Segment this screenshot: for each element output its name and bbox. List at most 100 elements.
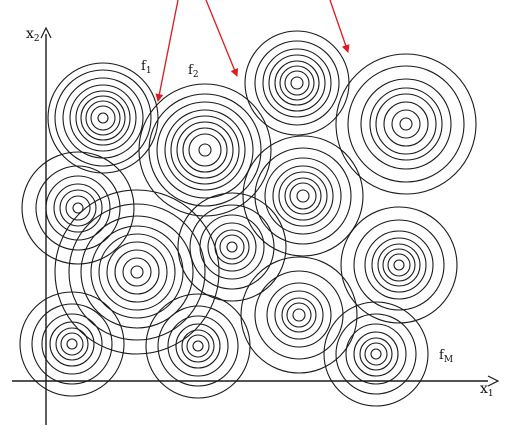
gaussian-component (323, 301, 429, 407)
contour-ring (281, 297, 317, 333)
contour-ring (54, 69, 152, 167)
red-pointer-arrow-3 (329, 0, 350, 53)
gaussian-component (19, 291, 125, 397)
contour-ring (340, 206, 458, 324)
contour-ring (186, 334, 210, 358)
contour-ring (284, 177, 322, 215)
contour-ring (335, 313, 417, 395)
component-center (192, 340, 204, 352)
component-center (198, 143, 212, 157)
contour-ring (268, 54, 326, 112)
contour-ring (35, 165, 121, 251)
contour-ring (69, 84, 137, 152)
contour-ring (53, 183, 103, 233)
component-center (370, 348, 382, 360)
contour-ring (47, 62, 159, 174)
gaussian-component (240, 256, 358, 374)
contour-ring (68, 203, 206, 341)
contour-ring (359, 337, 393, 371)
contour-ring (181, 329, 215, 363)
contour-ring (157, 305, 239, 387)
component-label-f2: f2 (188, 63, 199, 80)
contour-ring (41, 313, 103, 375)
gaussian-component (21, 151, 135, 265)
contour-ring (80, 215, 194, 329)
contour-ring (219, 234, 245, 260)
contour-ring (284, 70, 310, 96)
x-axis-arrow-icon (487, 375, 500, 387)
contour-ring (175, 323, 221, 369)
contour-ring (170, 115, 240, 185)
gaussian-component (138, 83, 272, 217)
gaussian-components (19, 30, 477, 407)
contour-ring (62, 77, 144, 159)
contour-ring (164, 109, 246, 191)
contour-ring (54, 189, 220, 355)
contour-ring (59, 189, 97, 227)
contour-ring (156, 101, 254, 199)
contour-ring (254, 270, 344, 360)
contour-ring (98, 233, 176, 311)
contour-ring (85, 100, 121, 136)
contour-ring (254, 40, 340, 126)
contour-ring (148, 93, 262, 207)
component-center (292, 308, 306, 322)
contour-ring (262, 48, 332, 118)
gaussian-component (244, 30, 350, 136)
contour-ring (264, 157, 342, 235)
red-pointer-arrow-2 (205, 0, 239, 77)
gaussian-component (47, 62, 159, 174)
component-label-fM: fM (439, 348, 453, 365)
contour-ring (360, 78, 452, 170)
contour-ring (383, 101, 429, 147)
contour-ring (189, 204, 275, 290)
contour-ring (274, 290, 324, 340)
component-label-f1: f1 (141, 59, 152, 76)
gaussian-component (145, 293, 251, 399)
contour-ring (377, 243, 421, 287)
contour-ring (177, 192, 287, 302)
y-axis-label: x2 (26, 26, 40, 44)
contour-ring (254, 147, 352, 245)
component-center (399, 117, 413, 131)
contour-ring (353, 219, 445, 311)
gaussian-component (242, 135, 364, 257)
y-axis-arrow-icon (40, 26, 52, 39)
component-center (72, 202, 84, 214)
component-center (97, 112, 109, 124)
red-pointer-arrow-1 (155, 0, 179, 102)
contour-ring (138, 83, 272, 217)
contour-ring (382, 248, 416, 282)
contour-ring (242, 135, 364, 257)
contour-ring (289, 182, 317, 210)
gaussian-component (177, 192, 287, 302)
gaussian-component (54, 189, 220, 355)
gaussian-component (335, 53, 477, 195)
contour-ring (369, 87, 443, 161)
contour-ring (345, 323, 407, 385)
contour-ring (90, 105, 116, 131)
contour-ring (279, 65, 315, 101)
contour-ring (176, 121, 234, 179)
component-center (130, 265, 144, 279)
contour-ring (31, 303, 113, 385)
contour-ring (75, 90, 131, 146)
contour-ring (364, 230, 434, 300)
contour-ring (21, 151, 135, 265)
contour-ring (214, 229, 250, 265)
contour-ring (60, 332, 84, 356)
contour-ring (199, 214, 265, 280)
component-center (66, 338, 78, 350)
contour-ring (188, 133, 222, 167)
contour-ring (244, 30, 350, 136)
contour-ring (122, 257, 152, 287)
pointer-arrows (155, 0, 350, 102)
x-axis-label: x1 (480, 381, 494, 399)
contour-ring (80, 95, 126, 141)
contour-ring (266, 282, 332, 348)
contour-ring (364, 342, 388, 366)
contour-ring (371, 237, 427, 293)
contour-ring (167, 315, 229, 377)
contour-ring (45, 175, 111, 241)
contour-ring (106, 241, 168, 303)
